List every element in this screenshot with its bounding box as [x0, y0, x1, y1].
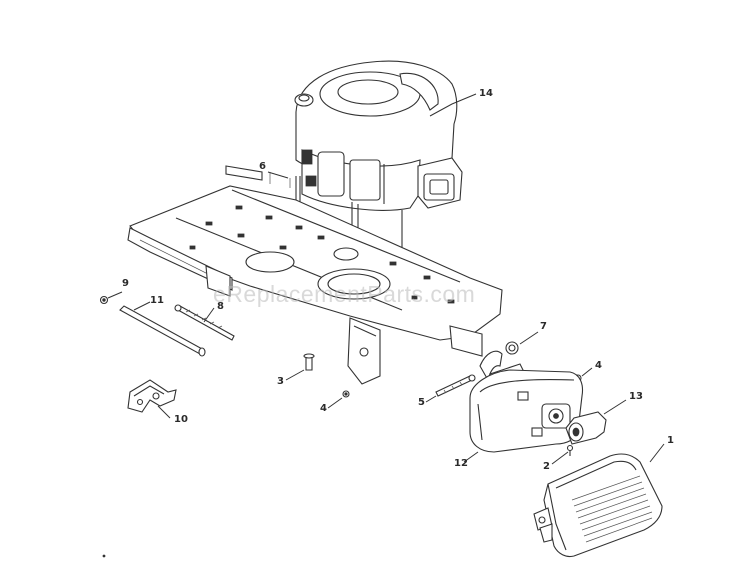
callout-9: 9 — [122, 278, 129, 289]
callout-6: 6 — [259, 161, 266, 172]
part-8-bolt — [174, 304, 235, 341]
part-1-muffler-guard — [533, 453, 663, 558]
part-12-muffler — [469, 350, 584, 453]
part-7-gasket — [505, 341, 519, 355]
callout-13: 13 — [629, 391, 643, 402]
part-10-bracket — [127, 379, 177, 413]
callout-2: 2 — [543, 461, 550, 472]
callout-5: 5 — [418, 397, 425, 408]
part-9-nut — [99, 295, 109, 305]
part-13-deflector — [565, 411, 607, 445]
part-11-rod — [119, 305, 206, 357]
callout-12: 12 — [454, 458, 468, 469]
watermark-text: eReplacementParts.com — [213, 281, 476, 307]
callout-8: 8 — [217, 301, 224, 312]
callout-10: 10 — [174, 414, 188, 425]
callout-11: 11 — [150, 295, 164, 306]
chassis-frame — [127, 165, 503, 385]
leader-lines — [107, 93, 665, 465]
part-2-screw — [566, 444, 574, 456]
callout-4-left: 4 — [320, 403, 327, 414]
stray-dot — [102, 554, 106, 558]
callout-1: 1 — [667, 435, 674, 446]
engine-assembly — [294, 60, 463, 278]
part-5-bolt — [435, 374, 476, 397]
callout-14: 14 — [479, 88, 493, 99]
callout-7: 7 — [540, 321, 547, 332]
part-3-bolt — [303, 353, 315, 371]
callout-4-right: 4 — [595, 360, 602, 371]
part-4-nut-left — [342, 390, 350, 398]
callout-3: 3 — [277, 376, 284, 387]
